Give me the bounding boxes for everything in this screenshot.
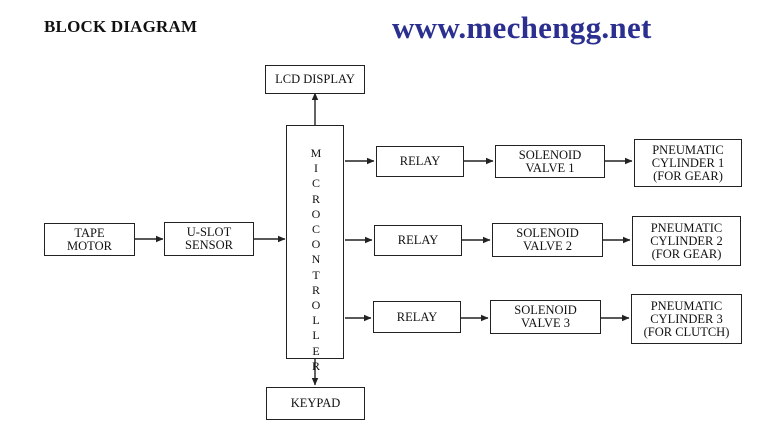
website-link[interactable]: www.mechengg.net	[392, 10, 652, 45]
diagram-heading: BLOCK DIAGRAM	[44, 17, 198, 36]
relay-2-block: RELAY	[374, 225, 462, 256]
microcontroller-letter: O	[311, 206, 321, 221]
u-slot-sensor-block: U-SLOT SENSOR	[164, 222, 254, 256]
pneumatic-cylinder-3-block: PNEUMATIC CYLINDER 3 (FOR CLUTCH)	[631, 294, 742, 344]
pneumatic-cylinder-2-block: PNEUMATIC CYLINDER 2 (FOR GEAR)	[632, 216, 741, 266]
microcontroller-letter: T	[312, 267, 320, 282]
microcontroller-letter: L	[312, 328, 320, 343]
lcd-display-block: LCD DISPLAY	[265, 65, 365, 94]
microcontroller-letter: R	[311, 191, 320, 206]
tape-motor-block: TAPE MOTOR	[44, 223, 135, 256]
microcontroller-letter: R	[311, 358, 320, 373]
microcontroller-letter: O	[311, 237, 321, 252]
microcontroller-letter: R	[311, 282, 320, 297]
pneumatic-cylinder-1-block: PNEUMATIC CYLINDER 1 (FOR GEAR)	[634, 139, 742, 187]
solenoid-valve-1-block: SOLENOID VALVE 1	[495, 145, 605, 178]
microcontroller-letter: N	[311, 252, 321, 267]
keypad-block: KEYPAD	[266, 387, 365, 420]
microcontroller-letter: C	[311, 222, 320, 237]
solenoid-valve-2-block: SOLENOID VALVE 2	[492, 223, 603, 257]
microcontroller-block	[286, 125, 344, 359]
microcontroller-letter: C	[311, 176, 320, 191]
microcontroller-letter: O	[311, 298, 321, 313]
relay-3-block: RELAY	[373, 301, 461, 333]
microcontroller-letter: I	[314, 161, 318, 176]
relay-1-block: RELAY	[376, 146, 464, 177]
microcontroller-letter: M	[310, 146, 322, 160]
microcontroller-letter: L	[312, 313, 320, 328]
solenoid-valve-3-block: SOLENOID VALVE 3	[490, 300, 601, 334]
microcontroller-letter: E	[312, 343, 320, 358]
